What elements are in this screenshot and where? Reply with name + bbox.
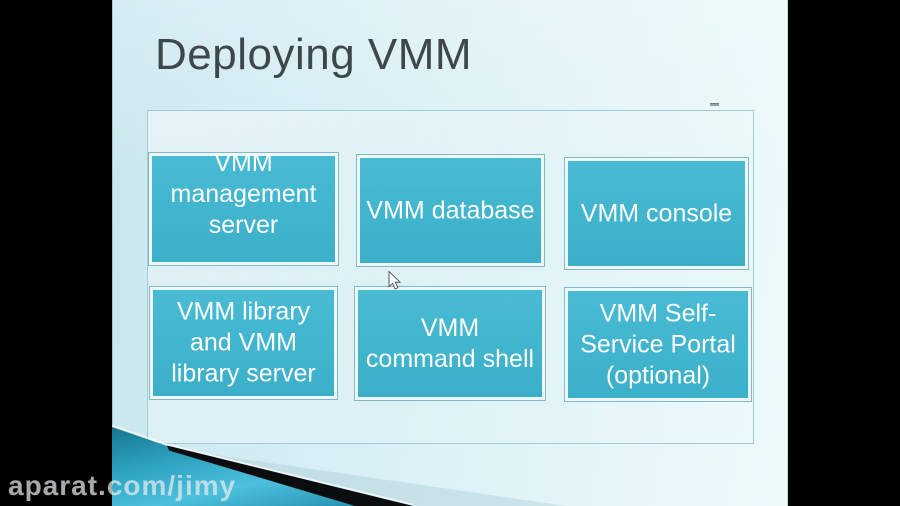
wedge-highlight-line: [112, 424, 414, 506]
box-vmm-console: VMM console: [565, 158, 748, 269]
soft-shadow-band: [167, 448, 567, 506]
watermark: aparat.com/jimy: [8, 470, 237, 501]
slide-title: Deploying VMM: [155, 30, 473, 79]
box-label: VMM database: [366, 196, 535, 224]
box-label: VMM Self- Service Portal (optional): [580, 299, 736, 389]
teal-wedge: [112, 427, 413, 506]
box-vmm-database: VMM database: [357, 155, 544, 266]
panel-resize-dash: [710, 103, 719, 106]
mouse-cursor: [388, 271, 401, 290]
box-label: VMM console: [580, 199, 733, 227]
letterbox-left: [0, 0, 112, 506]
slide: Deploying VMM VMM management server VMM …: [112, 0, 788, 506]
box-label: VMM management server: [170, 149, 317, 239]
black-stripe: [167, 445, 413, 506]
box-vmm-management-server: VMM management server: [149, 149, 338, 265]
box-label: VMM command shell: [365, 313, 535, 373]
letterbox-right: [788, 0, 900, 506]
box-vmm-self-service-portal: VMM Self- Service Portal (optional): [565, 288, 751, 401]
box-label: VMM library and VMM library server: [171, 297, 316, 388]
box-vmm-command-shell: VMM command shell: [355, 287, 545, 400]
box-vmm-library: VMM library and VMM library server: [150, 287, 337, 399]
corner-swoosh-decoration: [112, 424, 567, 506]
